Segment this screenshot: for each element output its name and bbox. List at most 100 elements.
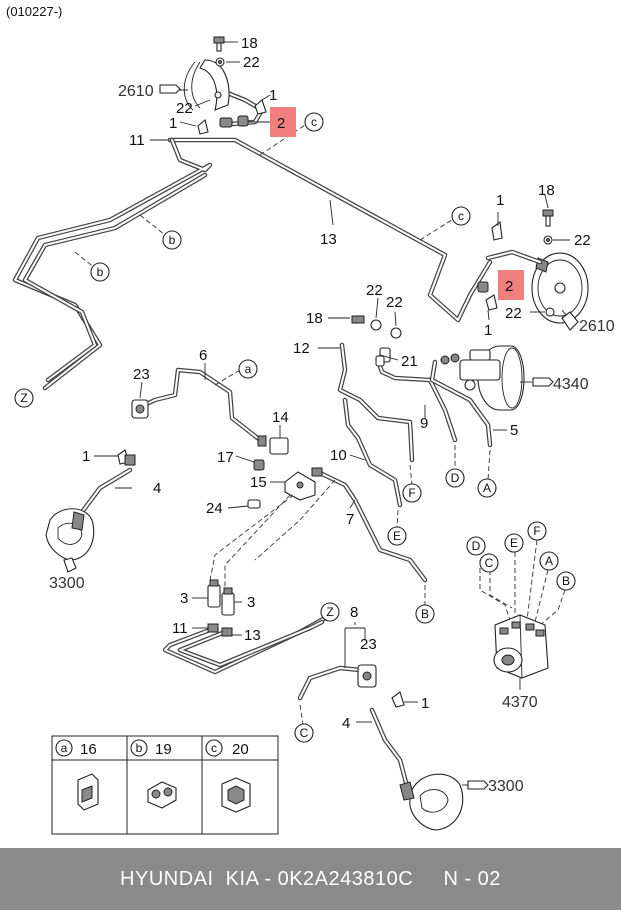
- ref-C-abs[interactable]: C: [479, 553, 499, 573]
- svg-text:D: D: [472, 539, 481, 553]
- label-11-top[interactable]: 11: [129, 132, 145, 149]
- hand-icon-3300-left: [63, 557, 77, 573]
- label-4370[interactable]: 4370: [502, 694, 538, 711]
- ref-B-abs[interactable]: B: [556, 571, 576, 591]
- ref-B-pipe[interactable]: B: [415, 604, 435, 624]
- clip-1-left: [117, 449, 136, 466]
- svg-text:E: E: [510, 536, 518, 550]
- label-3-right[interactable]: 3: [247, 594, 255, 611]
- legend-number-b: 19: [155, 741, 172, 758]
- ref-a-mid[interactable]: a: [238, 359, 258, 379]
- hose-right: [477, 220, 555, 317]
- label-22-center-a[interactable]: 22: [366, 282, 383, 299]
- ref-E-abs[interactable]: E: [504, 533, 524, 553]
- label-18-center[interactable]: 18: [306, 310, 323, 327]
- label-9[interactable]: 9: [420, 415, 428, 432]
- label-15[interactable]: 15: [250, 474, 267, 491]
- label-2610-left[interactable]: 2610: [118, 83, 154, 100]
- svg-text:D: D: [451, 471, 460, 485]
- label-4340[interactable]: 4340: [553, 376, 589, 393]
- ref-A-abs[interactable]: A: [539, 551, 559, 571]
- label-12[interactable]: 12: [293, 340, 310, 357]
- label-3300-right[interactable]: 3300: [488, 778, 524, 795]
- label-18-right[interactable]: 18: [538, 182, 555, 199]
- label-11-bottom[interactable]: 11: [172, 620, 188, 637]
- ref-z-top[interactable]: Z: [14, 388, 34, 408]
- ref-b-2[interactable]: b: [90, 262, 110, 282]
- label-5[interactable]: 5: [510, 422, 518, 439]
- svg-text:C: C: [485, 556, 494, 570]
- ref-F-abs[interactable]: F: [527, 521, 547, 541]
- clip-16-icon: [77, 773, 99, 811]
- label-1-top[interactable]: 1: [269, 87, 277, 104]
- label-1-right-low[interactable]: 1: [484, 322, 492, 339]
- label-23-right[interactable]: 23: [360, 636, 377, 653]
- leader-lines: [69, 41, 571, 786]
- ref-c-top[interactable]: c: [304, 112, 324, 132]
- highlight-2-right: [498, 270, 524, 300]
- label-22-top[interactable]: 22: [243, 54, 260, 71]
- label-7[interactable]: 7: [346, 511, 354, 528]
- label-1-right[interactable]: 1: [496, 192, 504, 209]
- legend-cell-a[interactable]: a 16: [55, 739, 99, 811]
- svg-text:b: b: [97, 265, 104, 279]
- valve-14: [257, 435, 289, 455]
- ref-D-pipe[interactable]: D: [445, 468, 465, 488]
- legend-cell-b[interactable]: b 19: [130, 739, 177, 809]
- ref-b-1[interactable]: b: [162, 230, 182, 250]
- clip-1-top: [197, 99, 267, 135]
- bracket-23-left: [131, 399, 149, 419]
- label-1-left-top[interactable]: 1: [169, 115, 177, 132]
- ref-C-bottom[interactable]: C: [294, 723, 314, 743]
- clip-19-icon: [147, 781, 177, 809]
- svg-text:B: B: [421, 607, 429, 621]
- label-13-bottom[interactable]: 13: [244, 627, 261, 644]
- label-1-left-mid[interactable]: 1: [82, 448, 90, 465]
- ref-z-bottom[interactable]: Z: [320, 602, 340, 622]
- svg-text:F: F: [533, 524, 540, 538]
- brake-pipes: [12, 89, 493, 793]
- label-13-top[interactable]: 13: [320, 231, 337, 248]
- hand-icon-4340: [532, 377, 554, 387]
- label-10[interactable]: 10: [330, 447, 347, 464]
- svg-text:c: c: [311, 115, 317, 129]
- front-brake-left: [45, 508, 95, 561]
- label-2-top[interactable]: 2: [277, 115, 285, 132]
- abs-unit: [493, 614, 549, 679]
- front-brake-right: [399, 773, 464, 831]
- label-3300-left[interactable]: 3300: [49, 575, 85, 592]
- hand-icon-2610-right: [561, 311, 579, 331]
- label-22-right[interactable]: 22: [574, 232, 591, 249]
- label-2610-right[interactable]: 2610: [579, 318, 615, 335]
- label-22-center-b[interactable]: 22: [386, 294, 403, 311]
- highlight-2-top: [270, 107, 296, 137]
- label-3-left[interactable]: 3: [180, 590, 188, 607]
- ref-E-pipe[interactable]: E: [387, 526, 407, 546]
- label-21[interactable]: 21: [401, 353, 418, 370]
- label-14[interactable]: 14: [272, 409, 289, 426]
- svg-text:E: E: [393, 529, 401, 543]
- svg-text:c: c: [458, 209, 464, 223]
- label-6[interactable]: 6: [199, 347, 207, 364]
- label-18-top[interactable]: 18: [241, 35, 258, 52]
- label-22-right-low[interactable]: 22: [505, 305, 522, 322]
- svg-text:a: a: [61, 741, 68, 755]
- fitting-21: [351, 315, 402, 367]
- label-2-right[interactable]: 2: [505, 278, 513, 295]
- label-23-left[interactable]: 23: [133, 366, 150, 383]
- legend-cell-c[interactable]: c 20: [205, 739, 251, 813]
- ref-F-pipe[interactable]: F: [402, 483, 422, 503]
- label-22-mid[interactable]: 22: [176, 100, 193, 117]
- ref-A-pipe[interactable]: A: [477, 478, 497, 498]
- ref-c-right[interactable]: c: [451, 206, 471, 226]
- label-4-right[interactable]: 4: [342, 715, 350, 732]
- label-4-left[interactable]: 4: [153, 480, 161, 497]
- label-1-bottom[interactable]: 1: [421, 695, 429, 712]
- label-24[interactable]: 24: [206, 500, 223, 517]
- bolt-18-right: [542, 209, 554, 245]
- ref-D-abs[interactable]: D: [466, 536, 486, 556]
- label-17[interactable]: 17: [217, 449, 234, 466]
- bolt-18-top: [213, 36, 225, 52]
- label-8[interactable]: 8: [350, 604, 358, 621]
